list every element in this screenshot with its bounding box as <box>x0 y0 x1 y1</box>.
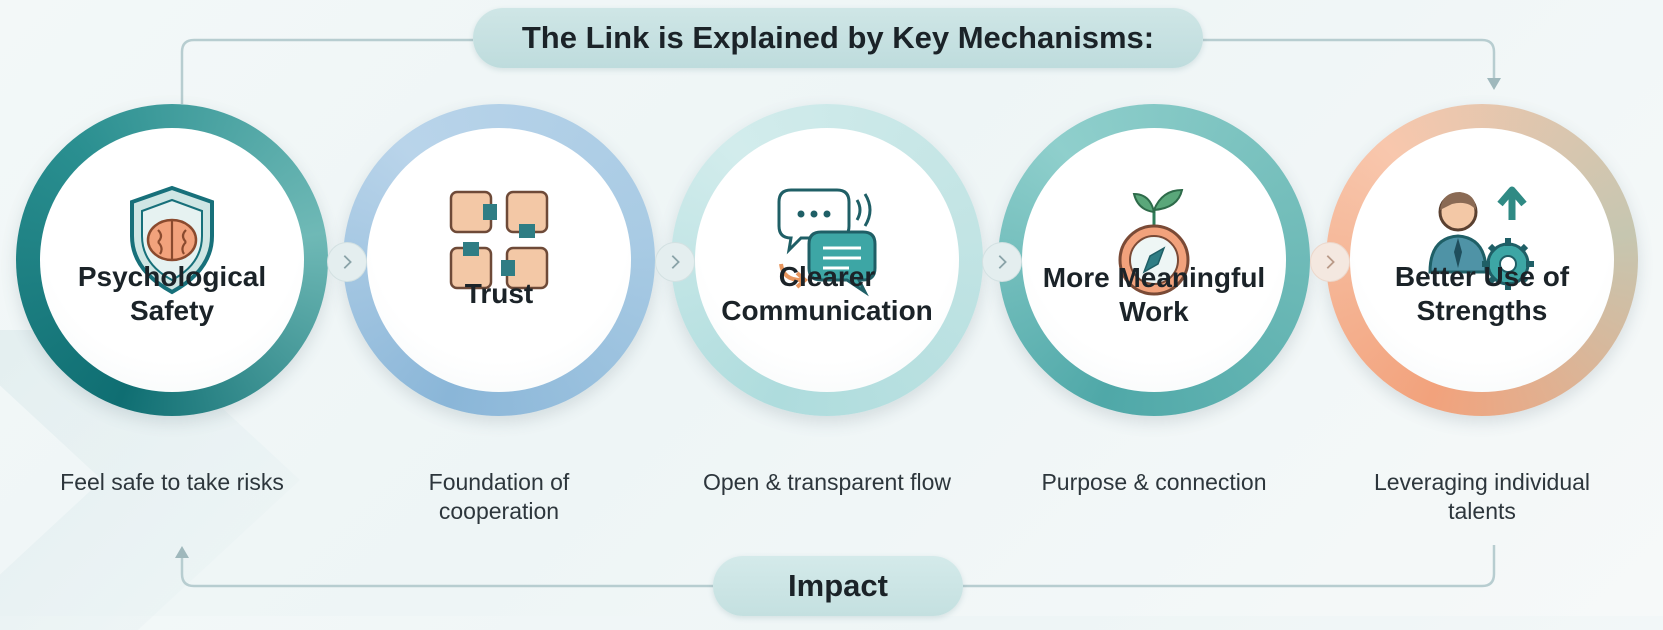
joined-hands-icon <box>439 180 559 300</box>
mechanism-label: Clearer Communication <box>721 261 933 326</box>
chevron-right-icon <box>327 242 367 282</box>
title-pill: The Link is Explained by Key Mechanisms: <box>473 8 1203 68</box>
chat-bubbles-icon <box>767 180 887 300</box>
mechanism-trust: Trust <box>343 104 655 416</box>
chevron-right-icon <box>1310 242 1350 282</box>
mechanism-label: More Meaningful Work <box>1042 262 1266 327</box>
mechanism-label: Psychological Safety <box>77 261 267 326</box>
mechanism-description: Open & transparent flow <box>702 469 952 495</box>
mechanism-better-use-of-strengths: Better Use of Strengths <box>1326 104 1638 416</box>
mechanism-psychological-safety: Psychological Safety <box>16 104 328 416</box>
mechanism-description: Leveraging individual talents <box>1373 469 1591 524</box>
diagram-title: The Link is Explained by Key Mechanisms: <box>521 20 1155 55</box>
flow-connector-lines <box>175 38 1501 588</box>
chevron-right-icon <box>982 242 1022 282</box>
person-gear-arrow-icon <box>1422 180 1542 300</box>
mechanism-label: Trust <box>464 278 534 309</box>
chevron-right-icon <box>655 242 695 282</box>
mechanism-clearer-communication: Clearer Communication <box>671 104 983 416</box>
mechanism-description: Foundation of cooperation <box>428 469 570 524</box>
mechanism-description: Feel safe to take risks <box>60 469 284 495</box>
mechanism-more-meaningful-work: More Meaningful Work <box>998 104 1310 416</box>
impact-label: Impact <box>788 568 888 603</box>
mechanism-label: Better Use of Strengths <box>1394 261 1570 326</box>
compass-sprout-icon <box>1094 180 1214 300</box>
mechanism-description: Purpose & connection <box>1041 469 1267 495</box>
brain-shield-icon <box>112 180 232 300</box>
impact-pill: Impact <box>713 556 963 616</box>
